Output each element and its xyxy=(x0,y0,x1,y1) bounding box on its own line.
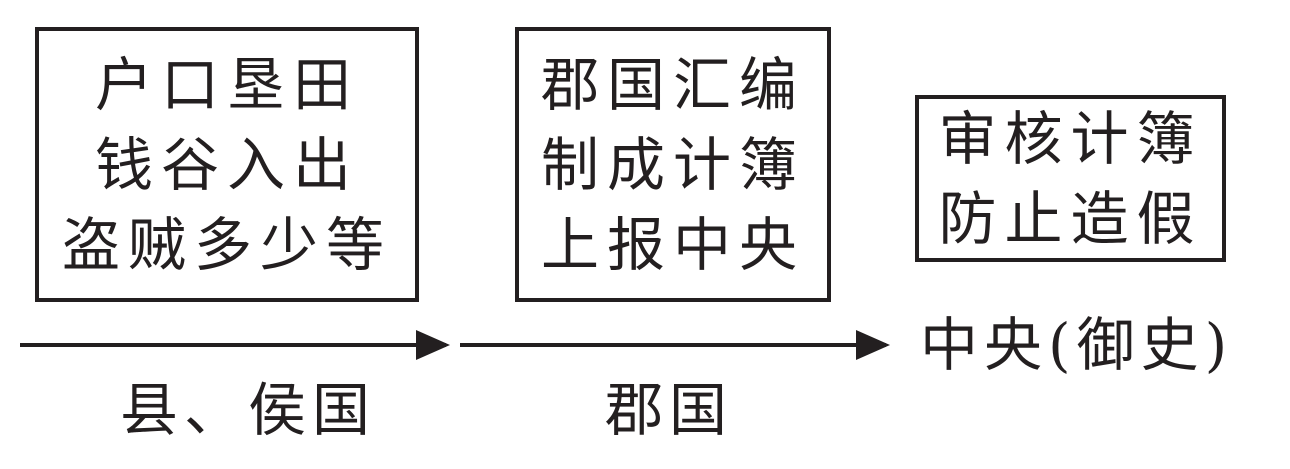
commandery-duties-box: 郡国汇编 制成计簿 上报中央 xyxy=(515,27,831,302)
arrow-county-to-commandery xyxy=(20,330,450,360)
stage-label-central: 中央(御史) xyxy=(920,311,1234,379)
county-duties-box: 户口垦田 钱谷入出 盗贼多少等 xyxy=(35,27,419,302)
box-line: 郡国汇编 xyxy=(540,50,805,119)
box-line: 审核计簿 xyxy=(938,104,1203,173)
central-duties-box: 审核计簿 防止造假 xyxy=(915,95,1226,262)
arrowhead-icon xyxy=(416,330,450,360)
stage-label-county: 县、侯国 xyxy=(120,376,377,444)
box-line: 户口垦田 xyxy=(94,50,359,119)
box-line: 盗贼多少等 xyxy=(61,210,392,279)
arrow-commandery-to-central xyxy=(460,330,890,360)
arrowhead-icon xyxy=(856,330,890,360)
box-line: 上报中央 xyxy=(540,210,805,279)
box-line: 防止造假 xyxy=(938,184,1203,253)
box-line: 制成计簿 xyxy=(540,130,805,199)
box-line: 钱谷入出 xyxy=(94,130,359,199)
stage-label-commandery: 郡国 xyxy=(605,376,734,444)
